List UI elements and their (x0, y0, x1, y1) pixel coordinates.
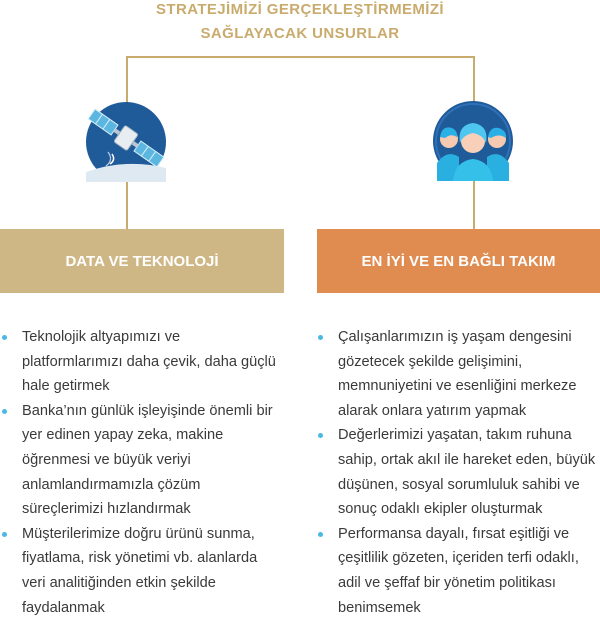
diagram-title-line-1: STRATEJİMİZİ GERÇEKLEŞTİRMEMİZİ (156, 1, 444, 18)
best-team-list: Çalışanlarımızın iş yaşam dengesini göze… (318, 325, 600, 620)
team-icon (433, 101, 513, 181)
list-item: Teknolojik altyapımızı ve platformlarımı… (2, 325, 282, 399)
bullet-dot-icon (318, 433, 323, 439)
bullet-dot-icon (2, 531, 7, 537)
list-item: Müşterilerimize doğru ürünü sunma, fiyat… (2, 522, 282, 620)
list-item: Değerlerimizi yaşatan, takım ruhuna sahi… (318, 423, 600, 521)
diagram-title-line-2: SAĞLAYACAK UNSURLAR (200, 25, 400, 42)
list-item: Çalışanlarımızın iş yaşam dengesini göze… (318, 325, 600, 423)
satellite-icon (86, 102, 166, 182)
list-item: Banka’nın günlük işleyişinde önemli bir … (2, 399, 282, 522)
bullet-dot-icon (318, 335, 323, 340)
bullet-dot-icon (2, 408, 7, 414)
bullet-dot-icon (2, 335, 7, 340)
data-technology-list: Teknolojik altyapımızı ve platformlarımı… (2, 325, 282, 620)
best-team-banner: EN İYİ VE EN BAĞLI TAKIM (317, 229, 600, 293)
connector-horizontal (126, 56, 475, 58)
list-item: Performansa dayalı, fırsat eşitliği ve ç… (318, 522, 600, 620)
data-technology-banner: DATA VE TEKNOLOJİ (0, 229, 284, 293)
bullet-dot-icon (318, 531, 323, 537)
